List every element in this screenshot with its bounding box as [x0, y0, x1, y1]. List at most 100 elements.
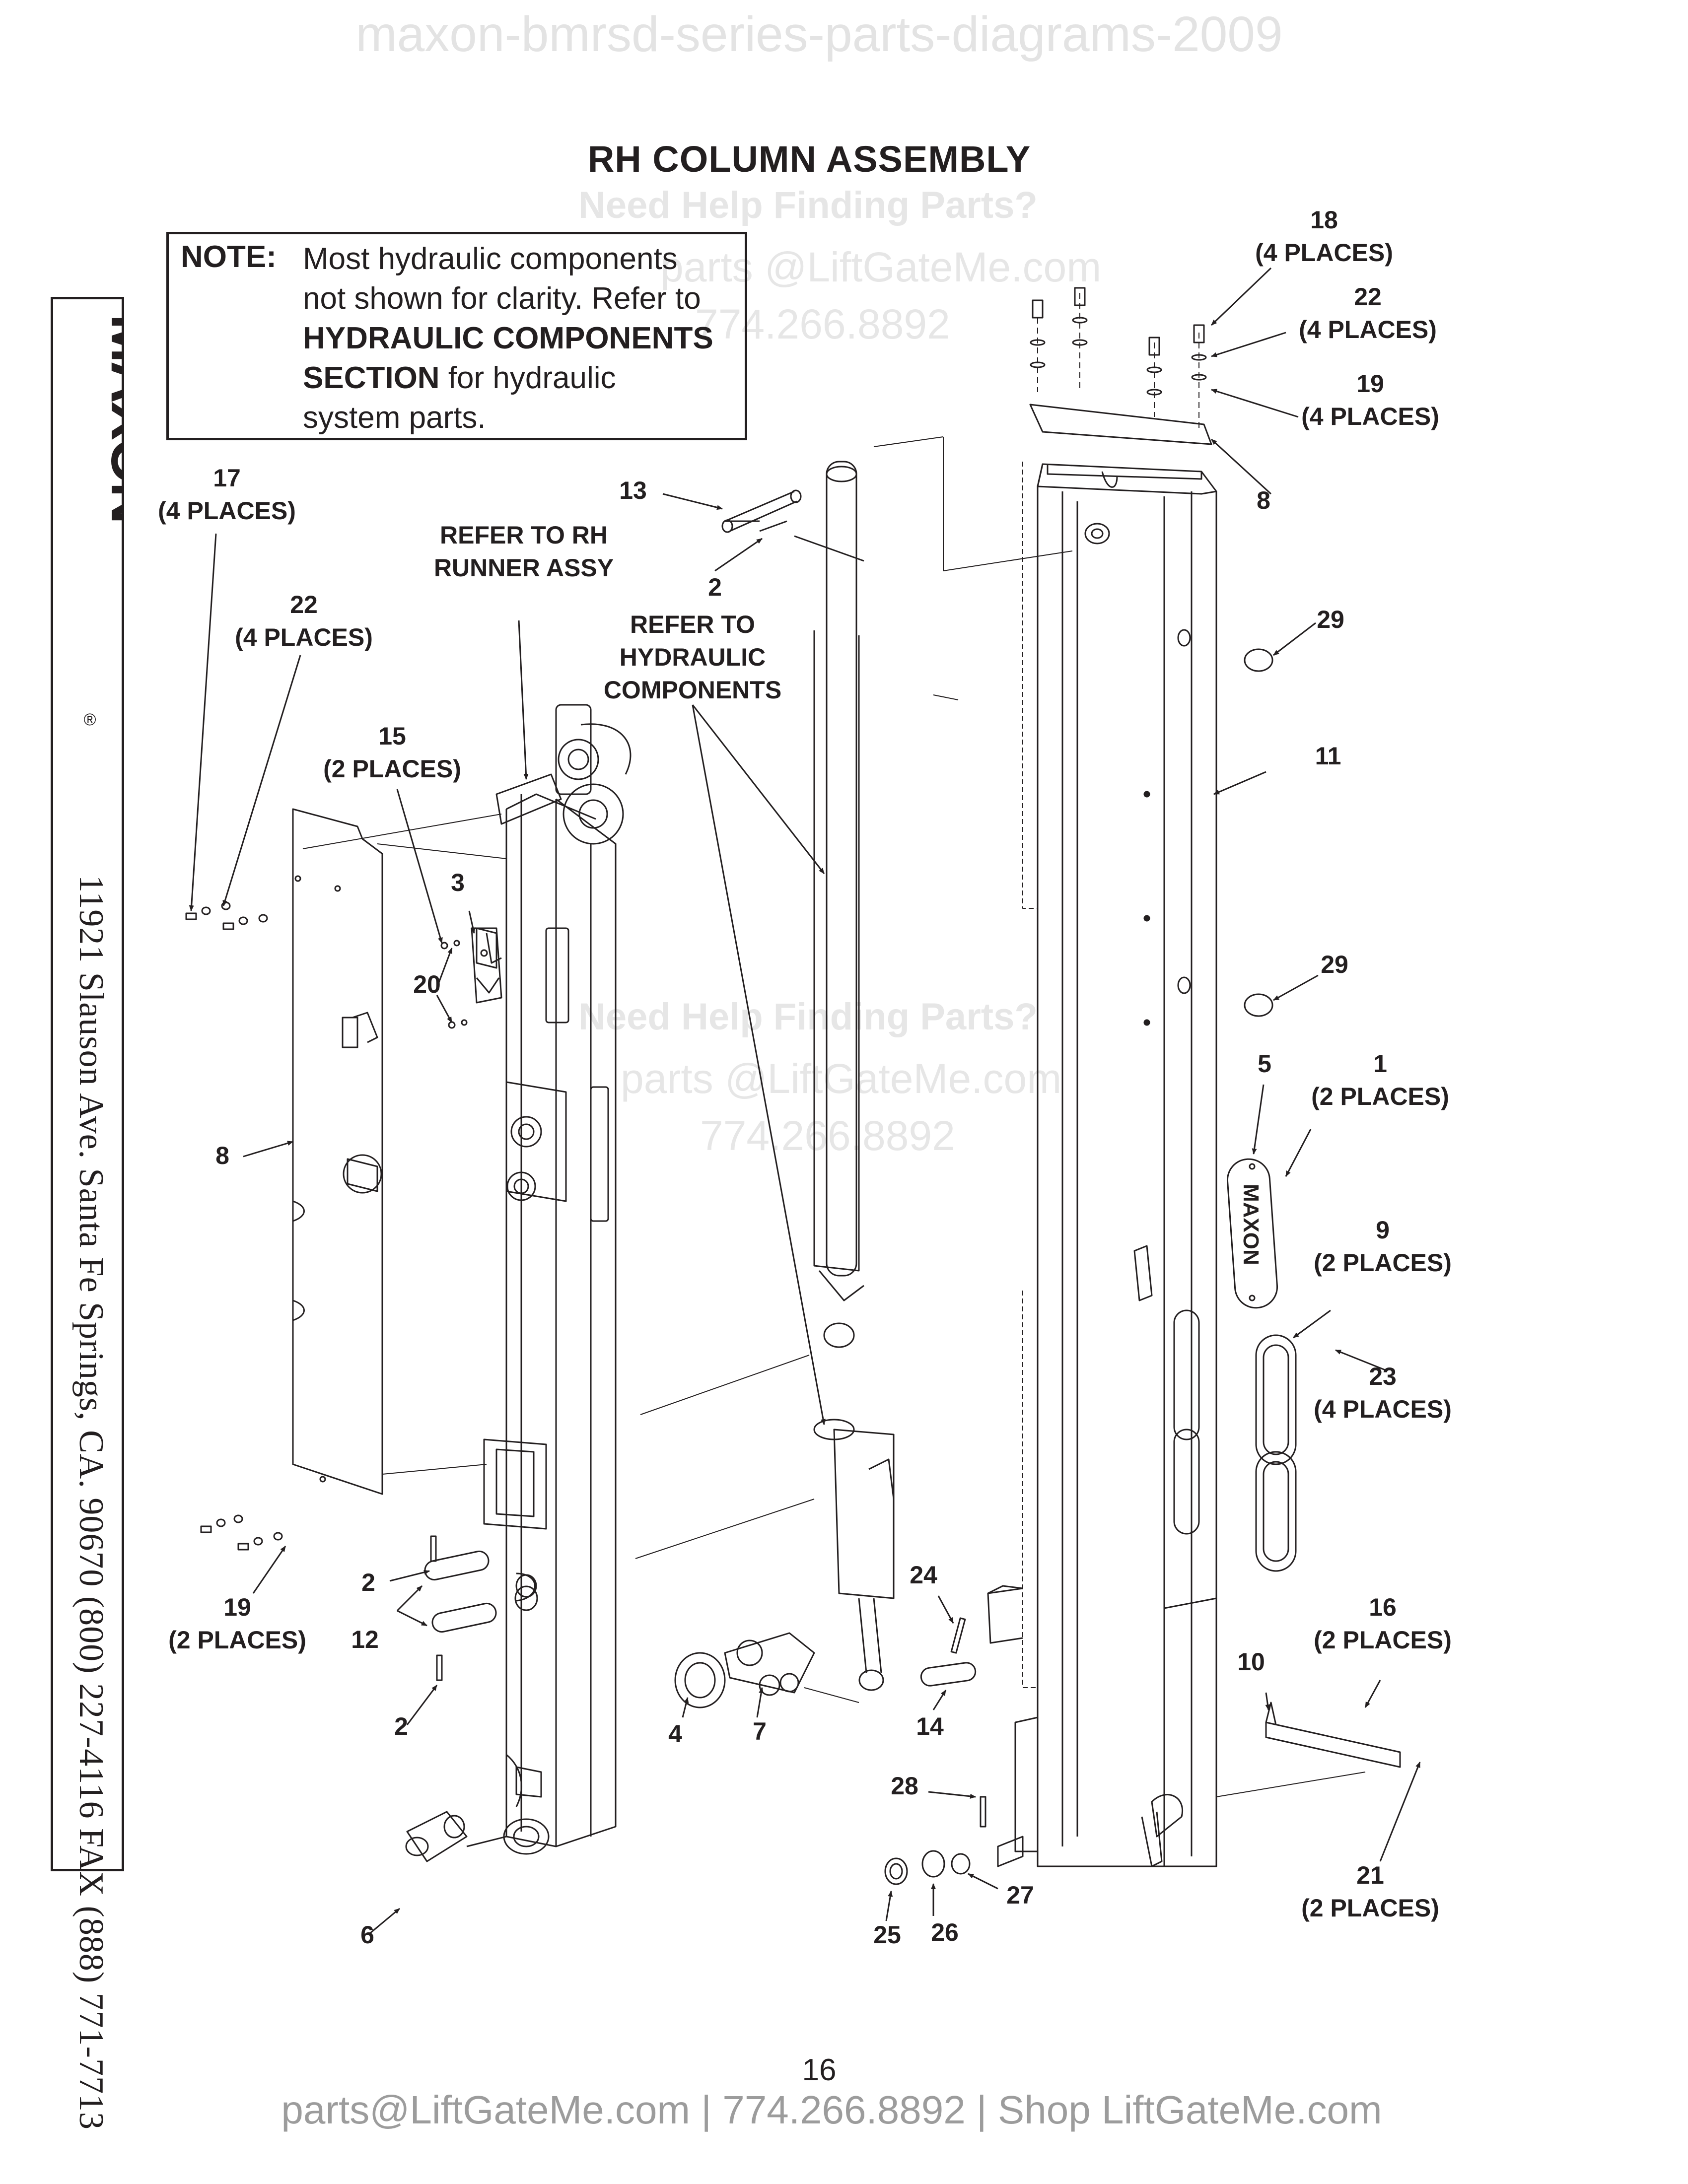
plate-logo: MAXON: [1239, 1184, 1269, 1293]
callout-19-right: 19(4 PLACES): [1301, 367, 1439, 433]
callout-8-right: 8: [1257, 486, 1270, 514]
footer-contact: parts@LiftGateMe.com | 774.266.8892 | Sh…: [281, 2088, 1382, 2132]
callout-leaders: [189, 267, 1421, 1934]
note-line-2: not shown for clarity. Refer to: [303, 281, 701, 316]
callout-22l-num: 22: [290, 591, 318, 618]
column-assembly: [873, 436, 1217, 1867]
callout-12: 12: [351, 1626, 379, 1653]
callout-15: 15 (2 PLACES): [323, 720, 461, 785]
callout-16-qty: (2 PLACES): [1314, 1626, 1452, 1654]
callout-19r-num: 19: [1356, 370, 1384, 398]
callout-29-lower: 29: [1321, 951, 1348, 978]
callout-refer-hydraulic: REFER TO HYDRAULIC COMPONENTS: [604, 608, 781, 706]
callout-1-num: 1: [1373, 1050, 1387, 1078]
note-line-4: SECTION for hydraulic: [303, 358, 713, 398]
callout-26: 26: [931, 1918, 959, 1946]
callout-22l-qty: (4 PLACES): [235, 623, 373, 651]
page-number: 16: [802, 2053, 837, 2087]
callout-3: 3: [451, 869, 465, 896]
callout-21-qty: (2 PLACES): [1301, 1894, 1439, 1922]
callout-1-qty: (2 PLACES): [1311, 1083, 1449, 1110]
callout-17: 17(4 PLACES): [158, 462, 296, 527]
callout-23-num: 23: [1369, 1363, 1397, 1390]
callout-25: 25: [873, 1921, 901, 1949]
callout-2-top: 2: [708, 573, 722, 601]
watermark-help-1: Need Help Finding Parts?: [578, 184, 1038, 226]
refer-runner-line-2: RUNNER ASSY: [433, 554, 614, 582]
pins-12: [424, 1535, 538, 1681]
pin-13: [721, 489, 802, 533]
note-label: NOTE:: [181, 240, 277, 274]
callout-13: 13: [619, 477, 647, 504]
callout-18: 18 (4 PLACES): [1255, 204, 1393, 269]
callout-8-left: 8: [215, 1142, 229, 1169]
callout-6: 6: [360, 1921, 374, 1949]
plate-logo-text: MAXON: [1239, 1184, 1263, 1265]
callout-21: 21 (2 PLACES): [1301, 1859, 1439, 1924]
page-title: RH COLUMN ASSEMBLY: [587, 138, 1031, 180]
callout-7: 7: [753, 1717, 767, 1745]
callout-17-qty: (4 PLACES): [158, 497, 296, 525]
note-body: Most hydraulic components not shown for …: [303, 239, 713, 438]
watermark-phone-1: 774.266.8892: [695, 301, 950, 347]
watermark-phone-2: 774.266.8892: [700, 1112, 955, 1159]
callout-9-qty: (2 PLACES): [1314, 1249, 1452, 1277]
callout-2-lower-left: 2: [394, 1712, 408, 1740]
callout-29-upper: 29: [1317, 606, 1344, 633]
callout-22-right: 22(4 PLACES): [1299, 280, 1437, 346]
note-line-1: Most hydraulic components: [303, 242, 678, 276]
callout-19l-num: 19: [223, 1593, 251, 1621]
callout-16: 16(2 PLACES): [1314, 1591, 1452, 1656]
retainer-parts: [884, 1796, 1024, 1885]
callout-19l-qty: (2 PLACES): [168, 1626, 306, 1654]
part-6: [405, 1811, 468, 1862]
callout-5: 5: [1258, 1050, 1271, 1078]
callout-20: 20: [413, 970, 441, 998]
callout-19-left: 19 (2 PLACES): [168, 1591, 306, 1656]
bushing-4: [674, 1652, 726, 1708]
callout-11: 11: [1315, 742, 1341, 770]
callout-27: 27: [1006, 1881, 1034, 1909]
callout-28: 28: [891, 1772, 918, 1800]
callout-22-left: 22 (4 PLACES): [235, 588, 373, 654]
watermark-email-2: parts @LiftGateMe.com: [621, 1055, 1062, 1102]
pin-14: [920, 1617, 977, 1687]
top-cap-plate: [1029, 287, 1212, 445]
note-box: NOTE: Most hydraulic components not show…: [166, 232, 747, 440]
callout-15-qty: (2 PLACES): [323, 755, 461, 783]
callout-23-qty: (4 PLACES): [1314, 1395, 1452, 1423]
watermark-email-1: parts @LiftGateMe.com: [660, 244, 1102, 290]
callout-2-upper-left: 2: [361, 1569, 375, 1596]
plug-29-lower: [1244, 993, 1273, 1017]
refer-hyd-line-3: COMPONENTS: [603, 676, 782, 704]
runner-assembly: [377, 704, 632, 1855]
watermark-top: maxon-bmrsd-series-parts-diagrams-2009: [355, 6, 1283, 62]
refer-hyd-line-2: HYDRAULIC: [619, 643, 766, 671]
callout-9-num: 9: [1376, 1216, 1390, 1244]
callout-18-num: 18: [1310, 206, 1338, 234]
crank-7: [724, 1632, 859, 1703]
registered-mark: ®: [83, 710, 96, 726]
callout-23: 23 (4 PLACES): [1314, 1360, 1452, 1426]
company-sidebar: MAXON ® 11921 Slauson Ave. Santa Fe Spri…: [51, 297, 124, 2130]
callout-9: 9 (2 PLACES): [1314, 1214, 1452, 1279]
callout-15-num: 15: [378, 722, 406, 750]
hydraulic-cylinder: [635, 461, 959, 1691]
callout-10: 10: [1237, 1648, 1265, 1676]
note-line-4-bold: SECTION: [303, 361, 440, 395]
callout-24: 24: [910, 1561, 937, 1589]
callout-21-num: 21: [1356, 1861, 1384, 1889]
plug-29-upper: [1244, 648, 1273, 672]
note-line-4-rest: for hydraulic: [439, 361, 616, 395]
callout-18-qty: (4 PLACES): [1255, 239, 1393, 267]
refer-hyd-line-1: REFER TO: [630, 611, 755, 638]
watermark-help-2: Need Help Finding Parts?: [578, 996, 1038, 1038]
bracket-10: [1216, 1702, 1401, 1797]
oval-covers: [1255, 1334, 1297, 1572]
callout-1: 1 (2 PLACES): [1311, 1047, 1449, 1113]
bracket-3: [471, 927, 502, 1004]
logo-plate: [1226, 1158, 1278, 1309]
note-line-3: HYDRAULIC COMPONENTS: [303, 321, 713, 355]
callout-22r-num: 22: [1354, 283, 1382, 311]
